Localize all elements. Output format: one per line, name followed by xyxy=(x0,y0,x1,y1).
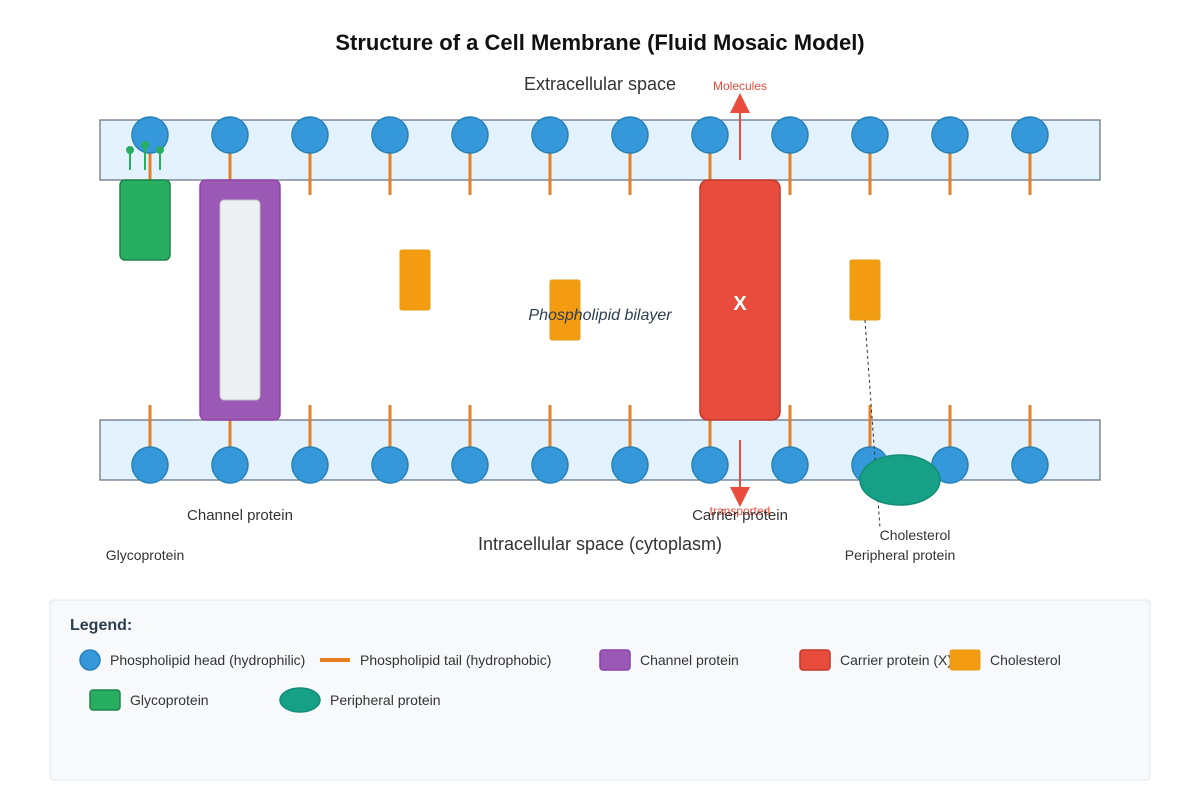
legend-carrier-swatch xyxy=(799,649,831,671)
phospholipid-head xyxy=(771,116,809,154)
phospholipid-head xyxy=(531,116,569,154)
peripheral-protein-label: Peripheral protein xyxy=(845,547,956,563)
legend-tail-label: Phospholipid tail (hydrophobic) xyxy=(360,652,551,668)
legend-channel-swatch xyxy=(599,649,631,671)
phospholipid-head xyxy=(611,116,649,154)
diagram-title: Structure of a Cell Membrane (Fluid Mosa… xyxy=(335,30,864,55)
phospholipid-head xyxy=(211,446,249,484)
phospholipid-head xyxy=(691,446,729,484)
phospholipid-head xyxy=(451,116,489,154)
legend-channel-label: Channel protein xyxy=(640,652,739,668)
legend-peripheral-label: Peripheral protein xyxy=(330,692,441,708)
cholesterol-molecule xyxy=(849,259,881,321)
peripheral-protein xyxy=(859,454,941,506)
legend-glycoprotein-label: Glycoprotein xyxy=(130,692,209,708)
glycoprotein-label: Glycoprotein xyxy=(106,547,185,563)
intracellular-label: Intracellular space (cytoplasm) xyxy=(478,534,722,554)
glycoprotein xyxy=(119,141,171,261)
phospholipid-head xyxy=(131,116,169,154)
phospholipid-head xyxy=(371,116,409,154)
inner-phospholipid-heads xyxy=(131,446,1049,484)
channel-protein xyxy=(199,179,281,421)
phospholipid-head xyxy=(611,446,649,484)
carrier-x-mark: X xyxy=(733,293,747,315)
legend-peripheral-swatch xyxy=(279,687,321,713)
extracellular-label: Extracellular space xyxy=(524,74,676,94)
legend-cholesterol-label: Cholesterol xyxy=(990,652,1061,668)
outer-phospholipid-heads xyxy=(131,116,1049,154)
carrier-protein-label: Carrier protein xyxy=(692,507,788,524)
molecules-label: Molecules xyxy=(713,79,767,93)
phospholipid-head xyxy=(371,446,409,484)
phospholipid-head xyxy=(291,116,329,154)
cholesterol-pointer-line xyxy=(864,319,881,529)
legend: Legend: Phospholipid head (hydrophilic) … xyxy=(49,599,1151,781)
legend-head-swatch xyxy=(79,649,101,671)
transported-label: transported xyxy=(710,504,771,518)
glycoprotein-body xyxy=(119,179,171,261)
legend-carrier-label: Carrier protein (X) xyxy=(840,652,952,668)
legend-title: Legend: xyxy=(70,617,132,634)
phospholipid-head xyxy=(771,446,809,484)
legend-head-label: Phospholipid head (hydrophilic) xyxy=(110,652,305,668)
phospholipid-head xyxy=(131,446,169,484)
cholesterol-molecule xyxy=(399,249,431,311)
legend-cholesterol-swatch xyxy=(949,649,981,671)
phospholipid-head xyxy=(851,116,889,154)
channel-pore xyxy=(219,199,261,401)
carbohydrate-unit xyxy=(141,141,149,149)
bilayer-label: Phospholipid bilayer xyxy=(528,307,672,324)
phospholipid-head xyxy=(451,446,489,484)
legend-box xyxy=(49,599,1151,781)
cholesterol-label: Cholesterol xyxy=(880,527,951,543)
phospholipid-head xyxy=(211,116,249,154)
phospholipid-head xyxy=(531,446,569,484)
phospholipid-head xyxy=(1011,116,1049,154)
carrier-protein: X xyxy=(699,179,781,421)
carrier-protein-body xyxy=(699,179,781,421)
cholesterol-molecule xyxy=(549,279,581,341)
channel-protein-label: Channel protein xyxy=(187,507,293,524)
phospholipid-head xyxy=(1011,446,1049,484)
phospholipid-head xyxy=(931,116,969,154)
carbohydrate-unit xyxy=(156,146,164,154)
carbohydrate-unit xyxy=(126,146,134,154)
legend-glycoprotein-swatch xyxy=(89,689,121,711)
phospholipid-head xyxy=(291,446,329,484)
phospholipid-head xyxy=(691,116,729,154)
